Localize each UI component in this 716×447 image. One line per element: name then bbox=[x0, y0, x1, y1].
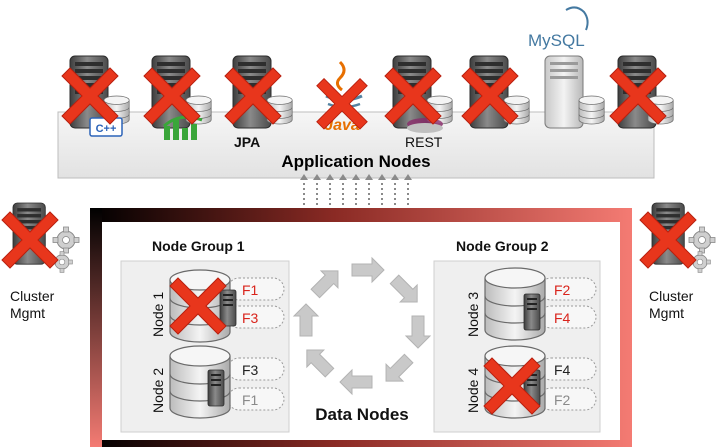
app-server-cpp: C++ bbox=[61, 55, 130, 137]
app-server-rest: REST bbox=[384, 55, 453, 150]
data-node-1: Node 1 F1 F3 bbox=[150, 269, 285, 343]
node-group-1-title: Node Group 1 bbox=[152, 238, 245, 254]
data-node-4: Node 4 F4 F2 bbox=[465, 345, 597, 419]
mysql-label: MySQL bbox=[528, 31, 585, 50]
cluster-mgmt-right: Cluster Mgmt bbox=[639, 202, 716, 321]
rest-label: REST bbox=[405, 134, 443, 150]
data-node-3: Node 3 F2 F4 bbox=[465, 267, 597, 341]
java-label: Java bbox=[324, 117, 360, 134]
svg-text:Cluster: Cluster bbox=[649, 288, 694, 304]
mysql-logo-icon: MySQL bbox=[528, 6, 589, 50]
app-server-jpa: JPA bbox=[224, 55, 293, 150]
svg-text:Mgmt: Mgmt bbox=[649, 305, 684, 321]
svg-text:Mgmt: Mgmt bbox=[10, 305, 45, 321]
fragment-label: F1 bbox=[242, 282, 259, 298]
svg-text:Node 3: Node 3 bbox=[465, 292, 481, 337]
app-server-6 bbox=[461, 55, 530, 129]
jpa-label: JPA bbox=[234, 134, 260, 150]
gear-icon bbox=[688, 226, 716, 254]
data-node-2: Node 2 F3 F1 bbox=[150, 345, 285, 419]
gear-icon bbox=[52, 226, 80, 254]
svg-text:Node 4: Node 4 bbox=[465, 368, 481, 413]
svg-text:Node 1: Node 1 bbox=[150, 292, 166, 337]
data-nodes-title: Data Nodes bbox=[315, 405, 409, 424]
svg-text:Node 2: Node 2 bbox=[150, 368, 166, 413]
cluster-mgmt-left: Cluster Mgmt bbox=[1, 202, 80, 321]
fragment-label: F4 bbox=[554, 310, 571, 326]
application-nodes-title: Application Nodes bbox=[281, 152, 430, 171]
fragment-label: F3 bbox=[242, 362, 259, 378]
java-logo-icon: Java bbox=[316, 60, 368, 134]
app-server-chart bbox=[143, 55, 212, 140]
app-server-mysql bbox=[544, 55, 605, 129]
bar-chart-logo-icon bbox=[163, 115, 203, 140]
fragment-label: F4 bbox=[554, 362, 571, 378]
fragment-label: F3 bbox=[242, 310, 259, 326]
fragment-label: F1 bbox=[242, 392, 259, 408]
fragment-label: F2 bbox=[554, 392, 571, 408]
svg-text:Cluster: Cluster bbox=[10, 288, 55, 304]
fragment-label: F2 bbox=[554, 282, 571, 298]
svg-text:C++: C++ bbox=[96, 123, 117, 135]
replication-ring-icon bbox=[292, 256, 432, 396]
app-data-connectors bbox=[303, 178, 409, 212]
node-group-2-title: Node Group 2 bbox=[456, 238, 549, 254]
connector-arrowheads bbox=[300, 174, 412, 180]
rest-api-icon bbox=[407, 118, 443, 133]
app-server-8 bbox=[609, 55, 674, 129]
